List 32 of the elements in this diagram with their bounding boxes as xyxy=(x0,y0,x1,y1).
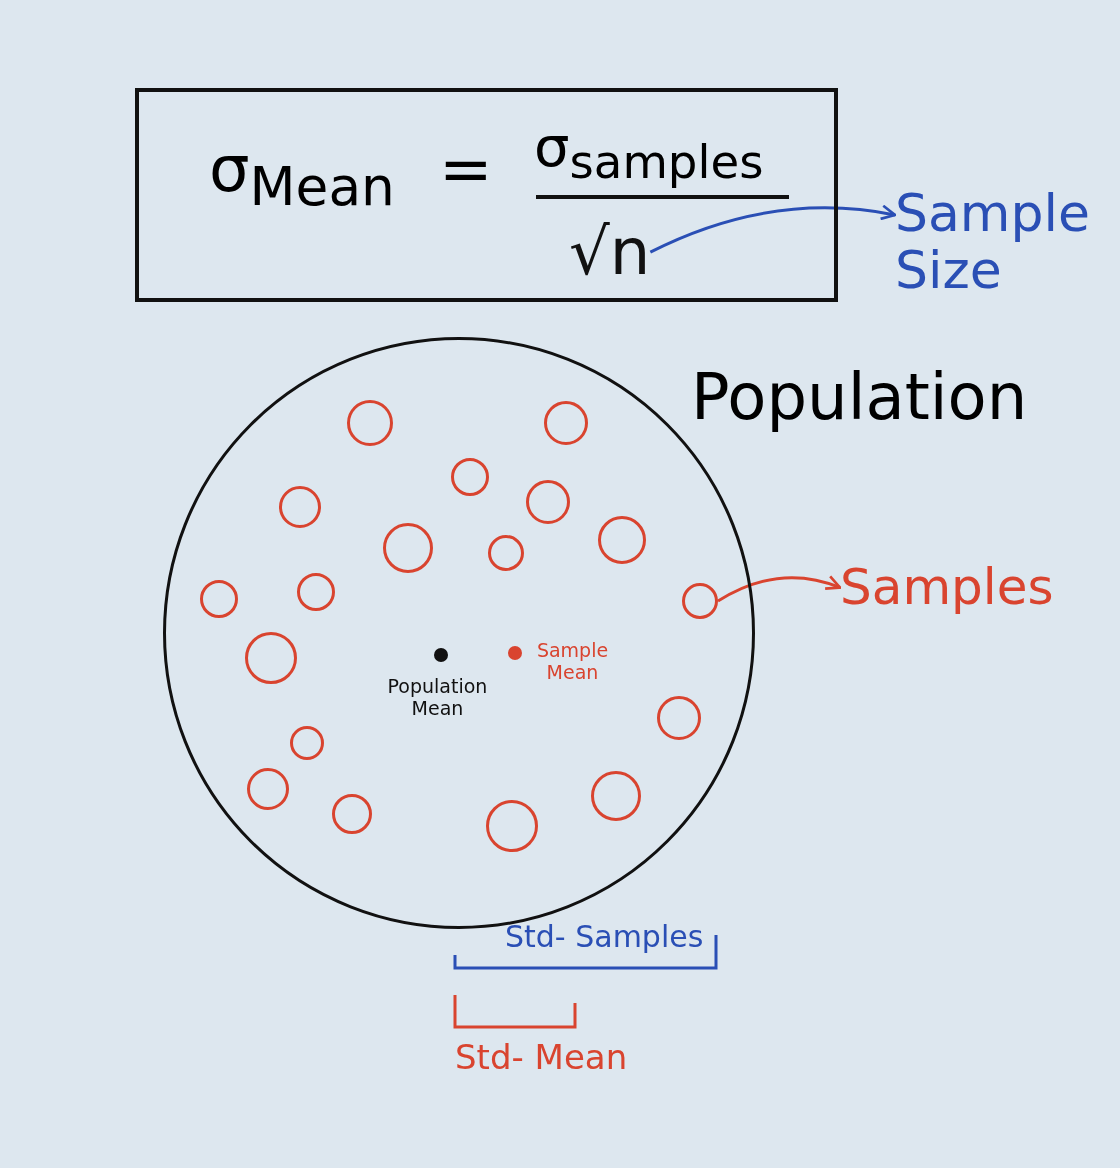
sample-circle xyxy=(247,768,289,810)
sample-circle xyxy=(200,580,238,618)
annotation-text: Samples xyxy=(840,560,1054,615)
sample-circle xyxy=(245,632,297,684)
sample-circle xyxy=(486,800,538,852)
sample-circle xyxy=(332,794,372,834)
sample-circle xyxy=(383,523,433,573)
formula-term: σ$_{samples}$ xyxy=(534,114,764,190)
equals-sign: = xyxy=(439,132,493,206)
sample-circle xyxy=(544,401,588,445)
arrow xyxy=(649,204,897,254)
sample-circle xyxy=(598,516,646,564)
annotation-text: Sample Size xyxy=(895,185,1095,300)
formula-box xyxy=(135,88,838,302)
sample-circle xyxy=(451,458,489,496)
sample-circle xyxy=(488,535,524,571)
sample-circle xyxy=(657,696,701,740)
sample-circle xyxy=(347,400,393,446)
bracket-label: Std- Mean xyxy=(455,1038,628,1078)
sample-circle xyxy=(526,480,570,524)
population-heading: Population xyxy=(691,360,1028,434)
sample-circle xyxy=(682,583,718,619)
bracket-label: Std- Samples xyxy=(505,920,704,955)
arrow xyxy=(717,575,842,603)
sample-circle xyxy=(591,771,641,821)
sample-circle xyxy=(279,486,321,528)
sample-circle xyxy=(290,726,324,760)
formula-term: √n xyxy=(569,217,651,288)
sample-circle xyxy=(297,573,335,611)
annotation-text: Population Mean xyxy=(386,676,489,720)
annotation-text: Sample Mean xyxy=(535,640,610,684)
formula-term: σ$_{Mean}$ xyxy=(209,132,395,218)
